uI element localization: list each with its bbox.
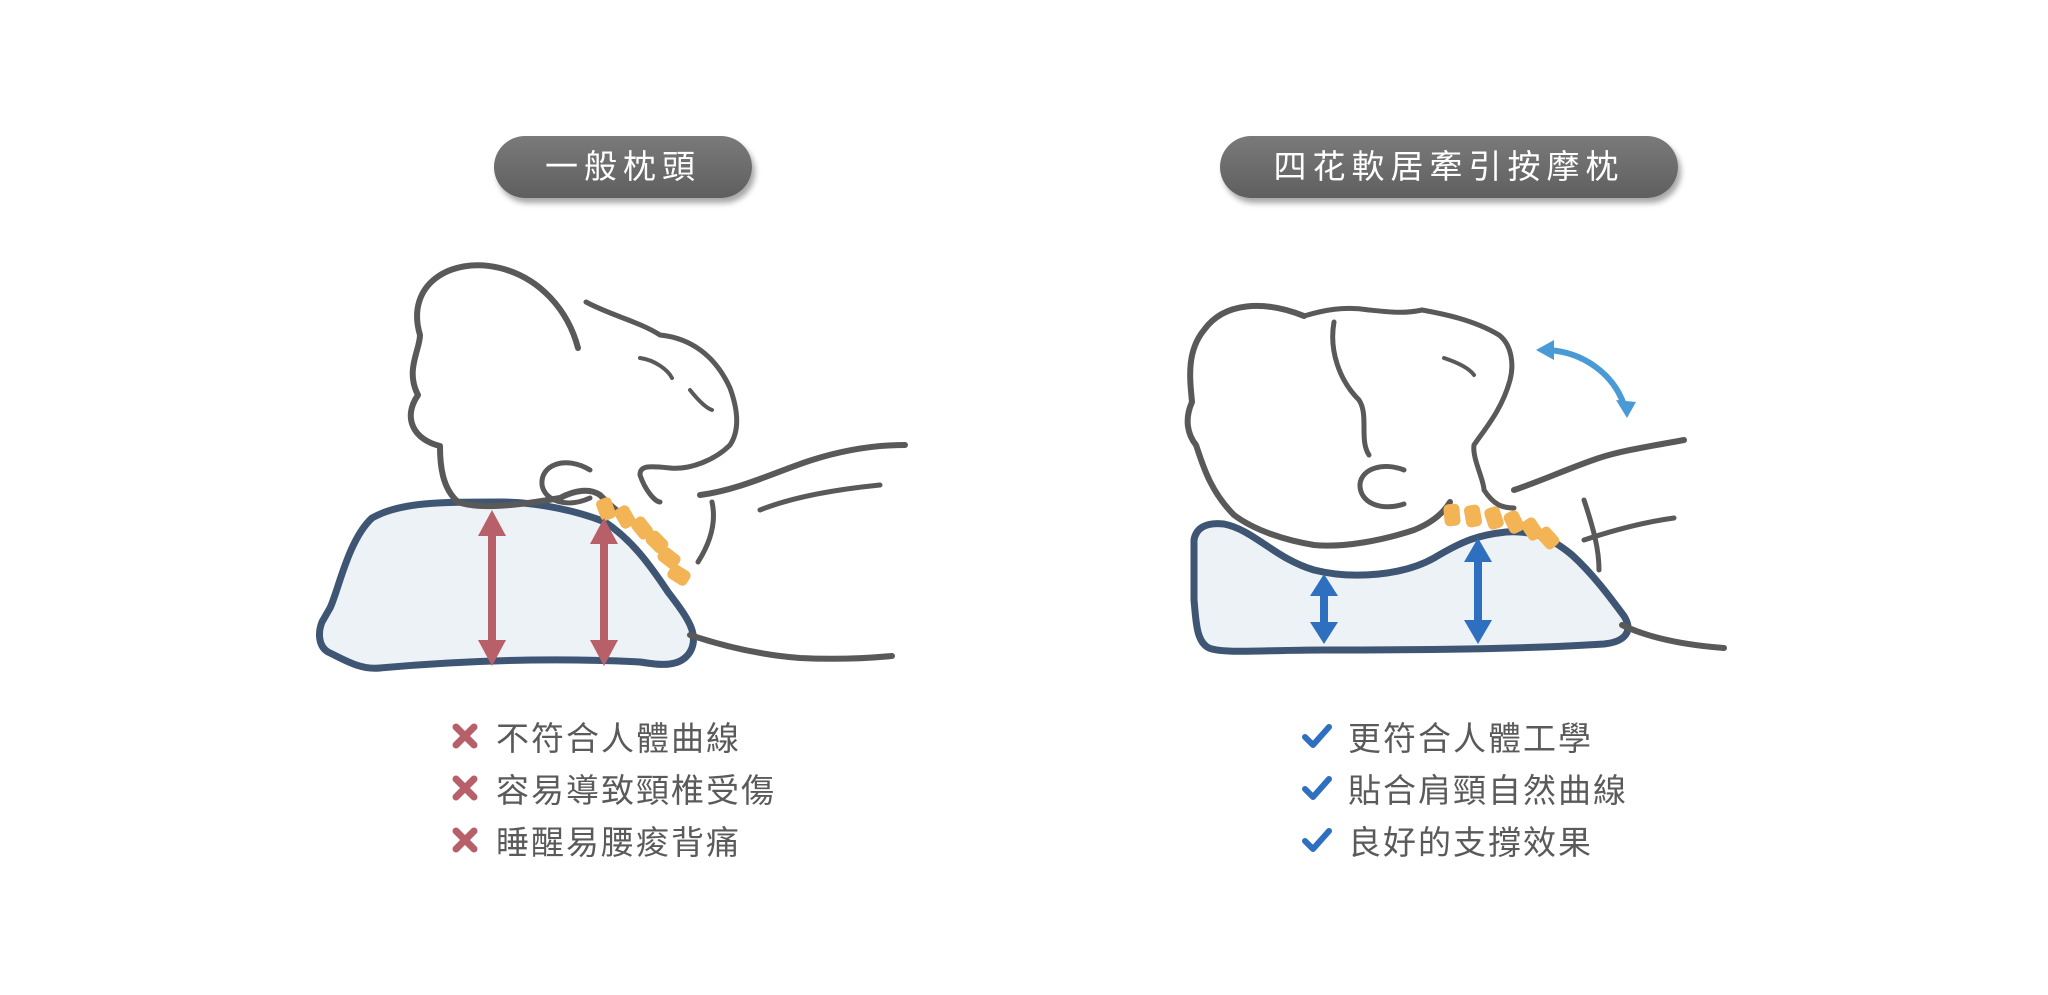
eye-right xyxy=(1442,356,1476,377)
benefit-text: 貼合肩頸自然曲線 xyxy=(1348,771,1628,810)
benefit-text: 良好的支撐效果 xyxy=(1348,823,1593,862)
list-item: 不符合人體曲線 xyxy=(448,710,776,762)
neck-stretch-arrow xyxy=(1536,340,1636,418)
traction-pillow-illustration xyxy=(1024,240,2048,680)
body-outline-left xyxy=(697,442,908,498)
support-arrows-right xyxy=(1310,538,1492,644)
benefit-text: 更符合人體工學 xyxy=(1348,719,1593,758)
traction-pillow-benefits: 更符合人體工學 貼合肩頸自然曲線 良好的支撐效果 xyxy=(1300,710,1628,866)
back-outline-right xyxy=(1619,622,1727,651)
spine-segments-left xyxy=(596,497,691,586)
back-outline-left xyxy=(687,632,895,662)
collar-left xyxy=(757,482,883,513)
check-icon xyxy=(1302,776,1332,800)
face-right xyxy=(1301,305,1517,511)
ear-right xyxy=(1357,464,1407,510)
regular-pillow-illustration xyxy=(0,240,1024,680)
traction-pillow-shape xyxy=(1190,520,1632,655)
traction-pillow-title: 四花軟居牽引按摩枕 xyxy=(1220,136,1678,198)
list-item: 容易導致頸椎受傷 xyxy=(448,762,776,814)
check-icon xyxy=(1302,724,1332,748)
traction-pillow-panel: 四花軟居牽引按摩枕 xyxy=(1024,0,2048,995)
body-outline-right xyxy=(1511,437,1687,493)
ear-left xyxy=(539,460,593,506)
regular-pillow-panel: 一般枕頭 xyxy=(0,136,1024,866)
cross-icon xyxy=(452,827,478,853)
height-arrows-left xyxy=(478,510,618,666)
face-left xyxy=(583,299,740,505)
collar-right xyxy=(1581,515,1677,543)
hair-right xyxy=(1330,319,1372,458)
list-item: 更符合人體工學 xyxy=(1300,710,1628,762)
regular-pillow-drawbacks: 不符合人體曲線 容易導致頸椎受傷 睡醒易腰痠背痛 xyxy=(448,710,776,866)
mouth-left xyxy=(688,388,714,412)
cross-icon xyxy=(452,723,478,749)
drawback-text: 睡醒易腰痠背痛 xyxy=(496,823,741,862)
spine-segments-right xyxy=(1443,503,1560,550)
head-outline-right xyxy=(1184,303,1453,549)
cross-icon xyxy=(452,775,478,801)
list-item: 良好的支撐效果 xyxy=(1300,814,1628,866)
eye-left xyxy=(638,356,674,380)
head-outline-left xyxy=(407,262,643,528)
check-icon xyxy=(1302,828,1332,852)
neck-right xyxy=(1581,497,1602,573)
regular-pillow-title: 一般枕頭 xyxy=(494,136,752,198)
drawback-text: 不符合人體曲線 xyxy=(496,719,741,758)
neck-left xyxy=(695,499,716,565)
list-item: 貼合肩頸自然曲線 xyxy=(1300,762,1628,814)
list-item: 睡醒易腰痠背痛 xyxy=(448,814,776,866)
drawback-text: 容易導致頸椎受傷 xyxy=(496,771,776,810)
